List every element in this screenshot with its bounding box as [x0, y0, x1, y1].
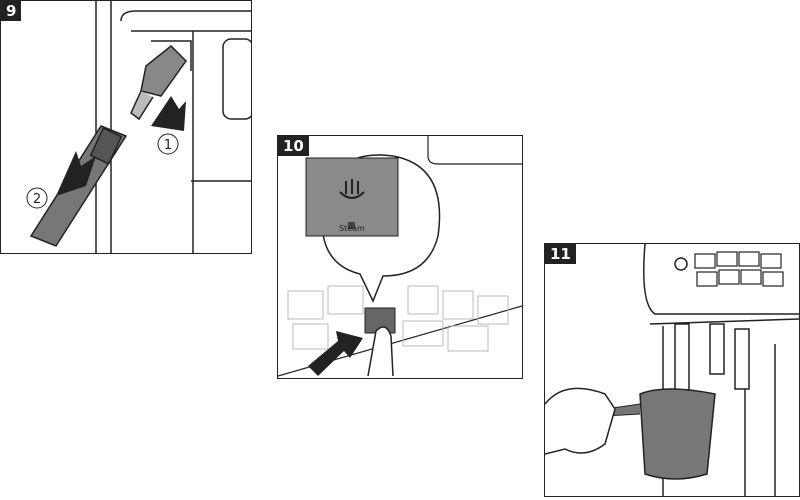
- attach-nozzle-illustration: 1 2: [26, 1, 251, 253]
- step-number: 10: [278, 136, 309, 156]
- step-10-panel: 10 Steam: [277, 135, 523, 379]
- froth-milk-illustration: [545, 244, 799, 496]
- press-steam-illustration: [278, 136, 522, 377]
- finger: [367, 326, 394, 377]
- hand: [545, 387, 616, 455]
- steam-icon: [339, 179, 365, 199]
- arrow-2: [56, 151, 96, 196]
- step-11-panel: 11: [544, 243, 800, 497]
- step-number: 9: [1, 1, 22, 21]
- callout-1: 1: [164, 138, 172, 153]
- arrow: [308, 331, 363, 376]
- step-number: 11: [545, 244, 576, 264]
- step-9-panel: 9 1 2: [0, 0, 252, 254]
- steam-label: Steam: [339, 224, 365, 233]
- arrow-1: [151, 96, 186, 131]
- nozzle-top: [130, 44, 187, 121]
- callout-2: 2: [33, 192, 41, 207]
- milk-jug: [639, 388, 716, 480]
